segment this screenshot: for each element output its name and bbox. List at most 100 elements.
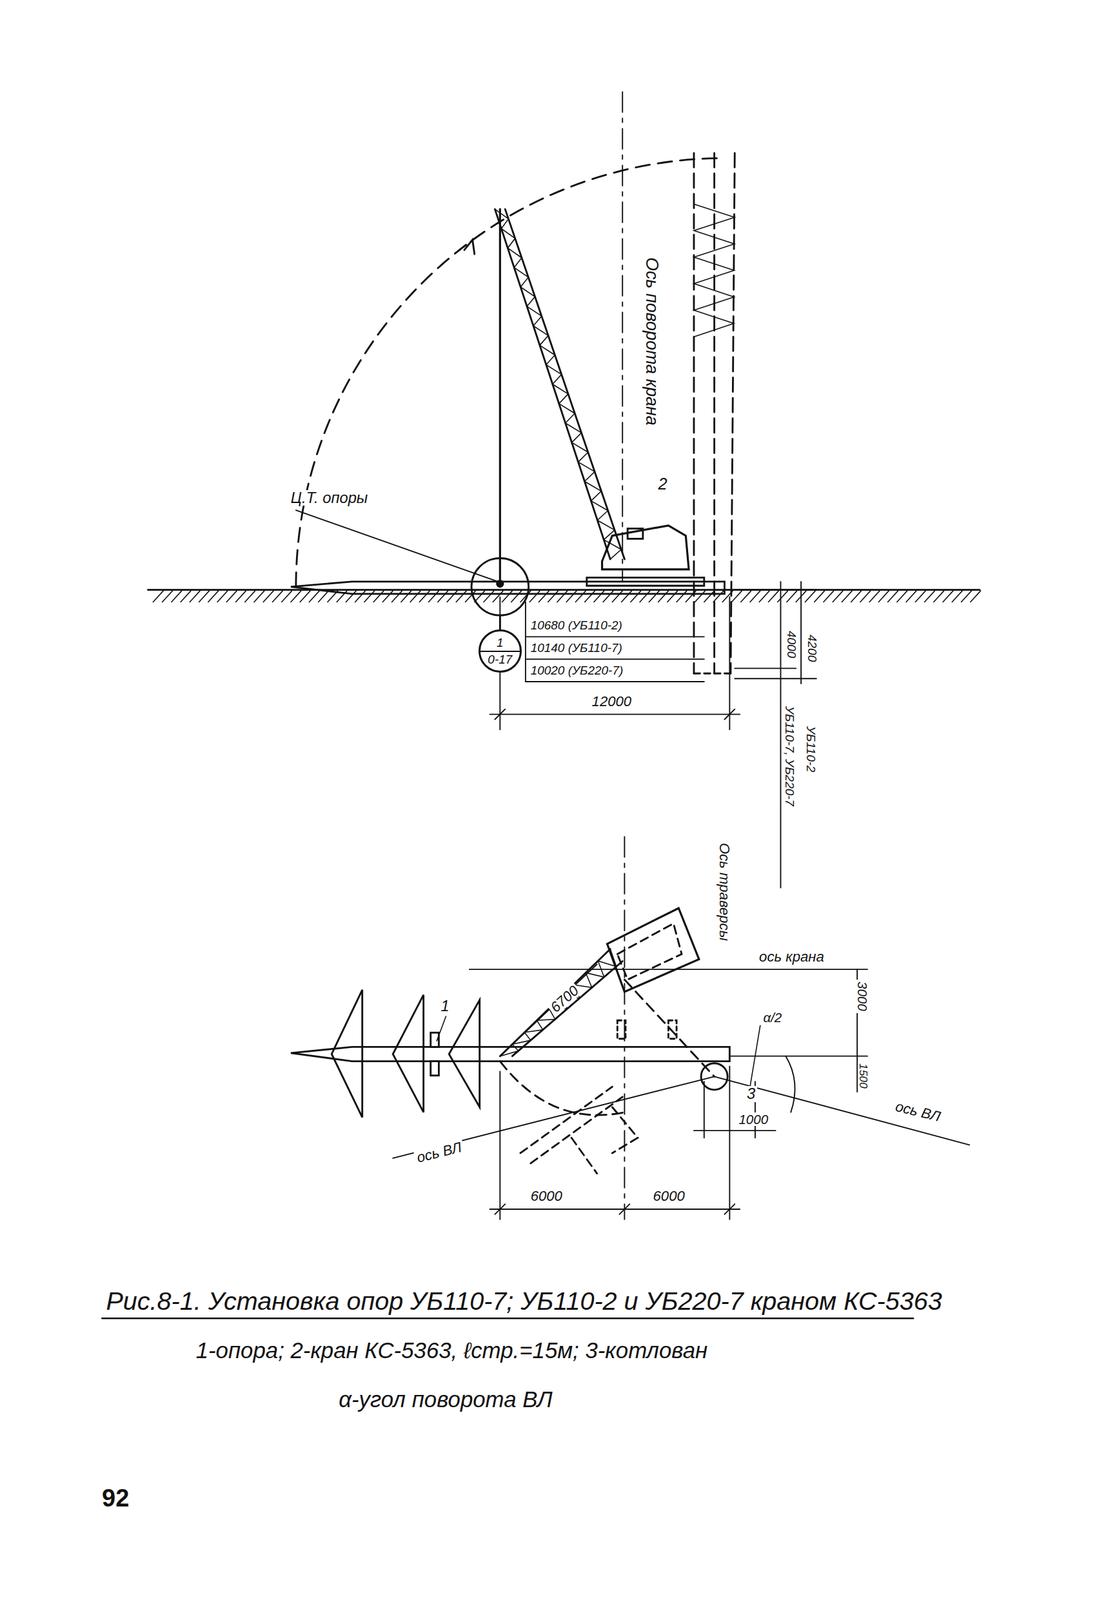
dimension: 12000 bbox=[590, 693, 634, 709]
hatch-line bbox=[483, 590, 495, 602]
crane-window bbox=[627, 528, 643, 540]
hatch-line bbox=[961, 590, 972, 602]
hatch-line bbox=[814, 590, 825, 602]
alt-position bbox=[520, 1086, 638, 1174]
hatch-line bbox=[446, 590, 458, 602]
hatch-line bbox=[786, 590, 798, 602]
leader-line bbox=[436, 1016, 446, 1041]
hatch-line bbox=[236, 590, 247, 602]
axis-label: ось ВЛ bbox=[413, 1138, 465, 1166]
hatch-line bbox=[548, 590, 559, 602]
axis-label: Ось траверсы bbox=[716, 840, 732, 943]
hatch-line bbox=[731, 590, 743, 602]
hatch-line bbox=[878, 590, 889, 602]
hatch-line bbox=[777, 590, 789, 602]
hatch-line bbox=[750, 590, 761, 602]
angle-arc bbox=[785, 1056, 795, 1113]
crane-cab-dashed bbox=[617, 923, 682, 980]
hatch-line bbox=[933, 590, 945, 602]
hatch-line bbox=[630, 590, 642, 602]
page-number: 92 bbox=[99, 1485, 131, 1512]
hatch-line bbox=[832, 590, 843, 602]
insulator-arm bbox=[331, 989, 362, 1118]
hatch-line bbox=[924, 590, 936, 602]
hatch-line bbox=[942, 590, 954, 602]
hatch-line bbox=[768, 590, 779, 602]
hatch-line bbox=[538, 590, 549, 602]
hatch-line bbox=[428, 590, 440, 602]
hatch-line bbox=[566, 590, 577, 602]
boom-lattice bbox=[494, 208, 622, 560]
hatch-line bbox=[392, 590, 403, 602]
hatch-line bbox=[162, 590, 173, 602]
callout-text: 0-17 bbox=[487, 653, 513, 667]
hatch-line bbox=[869, 590, 880, 602]
insulator-arm bbox=[448, 1000, 480, 1108]
hatch-line bbox=[226, 590, 237, 602]
hatch-line bbox=[355, 590, 366, 602]
hatch-line bbox=[308, 590, 320, 602]
dimension-note: УБ110-2 bbox=[804, 724, 818, 775]
cross-bar bbox=[430, 1061, 440, 1076]
dimension-lines bbox=[490, 964, 868, 1220]
hatch-line bbox=[906, 590, 917, 602]
hatch-line bbox=[299, 590, 311, 602]
erected-pole bbox=[730, 152, 735, 674]
hatch-line bbox=[951, 590, 963, 602]
rotation-axis bbox=[621, 91, 623, 582]
swing-line bbox=[624, 979, 714, 1077]
hatch-line bbox=[492, 590, 504, 602]
hatch-line bbox=[208, 590, 219, 602]
hatch-line bbox=[455, 590, 467, 602]
hatch-line bbox=[860, 590, 871, 602]
callout-number: 3 bbox=[744, 1086, 758, 1103]
boom-lattice bbox=[499, 949, 616, 1057]
hatch-line bbox=[502, 590, 513, 602]
leader-line bbox=[296, 510, 498, 582]
hatch-line bbox=[263, 590, 274, 602]
hatch-line bbox=[401, 590, 412, 602]
hatch-line bbox=[695, 590, 706, 602]
hatch-line bbox=[970, 590, 981, 602]
hatch-line bbox=[254, 590, 265, 602]
dimension: 4000 bbox=[784, 628, 798, 660]
hatch-line bbox=[474, 590, 485, 602]
erected-pole bbox=[713, 152, 716, 674]
hatch-line bbox=[281, 590, 293, 602]
callout-circle: 1 0-17 bbox=[478, 629, 522, 673]
legend-note: α-угол поворота ВЛ bbox=[336, 1387, 554, 1412]
hatch-line bbox=[245, 590, 256, 602]
lattice bbox=[494, 208, 622, 560]
swing-arc bbox=[499, 1061, 625, 1116]
pole-plan bbox=[290, 1046, 730, 1061]
dimension: 6000 bbox=[651, 1188, 687, 1204]
legend-note: 1-опора; 2-кран КС-5363, ℓстр.=15м; 3-ко… bbox=[194, 1338, 711, 1363]
hatch-line bbox=[676, 590, 687, 602]
hatch-line bbox=[612, 590, 623, 602]
hatch-line bbox=[217, 590, 228, 602]
hatch-line bbox=[593, 590, 605, 602]
insulator-arm bbox=[392, 995, 424, 1113]
alt-bar bbox=[617, 1020, 626, 1039]
dimension: 3000 bbox=[855, 979, 870, 1014]
boom-plan bbox=[499, 949, 611, 1057]
lying-pole bbox=[290, 581, 725, 594]
crane-cab bbox=[602, 525, 689, 570]
hatch-line bbox=[575, 590, 586, 602]
hatch-line bbox=[648, 590, 660, 602]
hatch-line bbox=[584, 590, 596, 602]
hatch-line bbox=[171, 590, 182, 602]
callout-text: 1 bbox=[496, 636, 504, 650]
hatch-line bbox=[511, 590, 522, 602]
hatch-line bbox=[410, 590, 421, 602]
pole-butt bbox=[693, 672, 735, 675]
hatch-line bbox=[152, 590, 164, 602]
ground-hatch bbox=[152, 590, 981, 602]
hatch-line bbox=[667, 590, 678, 602]
dimension: 1000 bbox=[736, 1112, 771, 1127]
dimension: 10140 (УБ110-7) bbox=[528, 641, 625, 655]
hatch-line bbox=[897, 590, 908, 602]
hatch-line bbox=[841, 590, 852, 602]
hatch-line bbox=[621, 590, 633, 602]
crane-axis bbox=[469, 968, 868, 970]
